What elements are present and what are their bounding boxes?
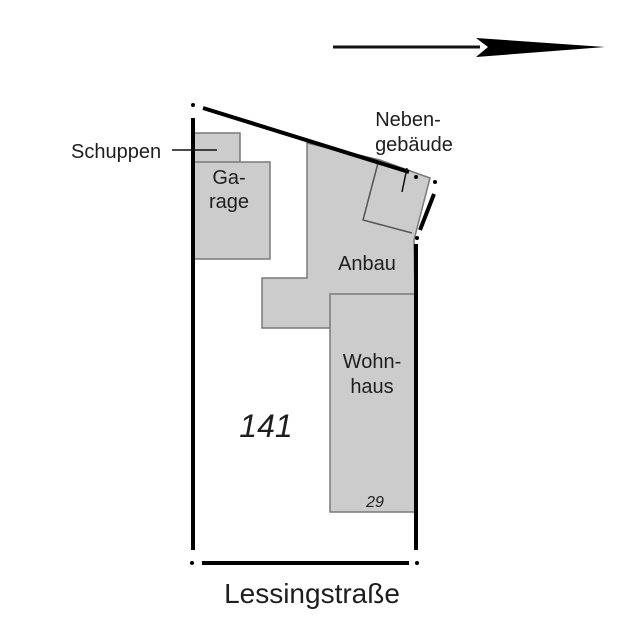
building-wohnhaus: [329, 293, 416, 513]
building-nebengebaeude-outline: [362, 162, 413, 234]
building-garage: [192, 161, 271, 260]
parcel-boundary: [190, 103, 437, 565]
label-nebengebaeude-1: Neben-: [375, 109, 441, 131]
label-wohnhaus-2: haus: [350, 376, 393, 398]
label-nebengebaeude-2: gebäude: [375, 134, 453, 156]
nebengebaeude-leader: [401, 167, 408, 193]
street-name: Lessingstraße: [224, 578, 400, 609]
building-schuppen: [192, 132, 241, 164]
label-schuppen: Schuppen: [71, 141, 161, 163]
label-anbau: Anbau: [338, 253, 396, 275]
parcel-number: 141: [239, 408, 292, 444]
label-garage-2: rage: [209, 191, 249, 213]
arrow-right-icon: [333, 38, 605, 57]
label-garage-1: Ga-: [212, 167, 245, 189]
house-number: 29: [365, 494, 384, 511]
label-wohnhaus-1: Wohn-: [343, 351, 402, 373]
